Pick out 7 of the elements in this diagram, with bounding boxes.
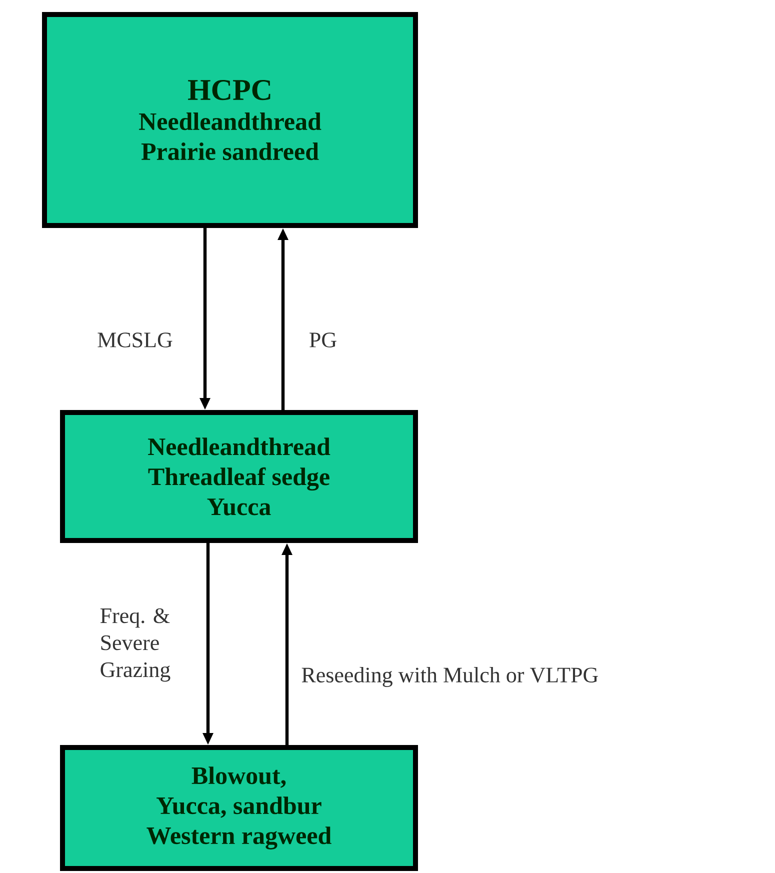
edge-label: Freq. & Severe Grazing: [98, 607, 196, 683]
state-box: HCPC Needleandthread Prairie sandreed: [42, 12, 418, 228]
edge-label: PG: [308, 332, 338, 348]
edge-label: MCSLG: [96, 332, 174, 348]
state-box: Blowout, Yucca, sandbur Western ragweed: [60, 745, 418, 871]
state-box: Needleandthread Threadleaf sedge Yucca: [60, 410, 418, 543]
edge-label: Reseeding with Mulch or VLTPG: [300, 666, 600, 688]
